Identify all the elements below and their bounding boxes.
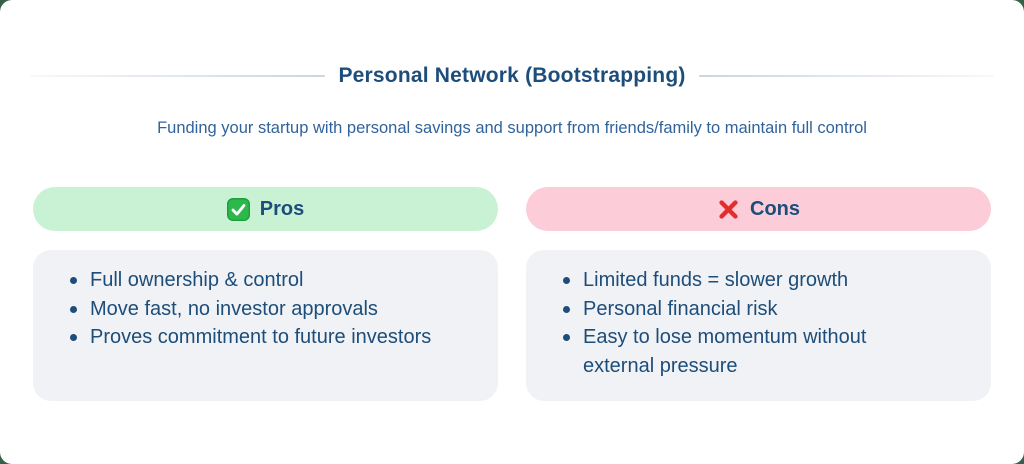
- pros-list-item: Full ownership & control: [67, 266, 446, 295]
- pros-cons-columns: Pros Full ownership & control Move fast,…: [0, 187, 1024, 401]
- header: Personal Network (Bootstrapping): [0, 63, 1024, 89]
- cons-list: Limited funds = slower growth Personal f…: [526, 250, 991, 380]
- cons-list-item: Limited funds = slower growth: [560, 266, 939, 295]
- pros-header-pill: Pros: [33, 187, 498, 231]
- cons-header-pill: Cons: [526, 187, 991, 231]
- cons-list-item: Personal financial risk: [560, 295, 939, 324]
- pros-list-item: Move fast, no investor approvals: [67, 295, 446, 324]
- pros-list-item: Proves commitment to future investors: [67, 323, 446, 352]
- pros-label: Pros: [259, 198, 305, 220]
- pros-card: Full ownership & control Move fast, no i…: [33, 250, 498, 401]
- cross-icon: [717, 198, 740, 221]
- title-divider-right: [698, 75, 995, 77]
- check-icon: [226, 197, 250, 221]
- cons-list-item: Easy to lose momentum without external p…: [560, 323, 939, 380]
- title-divider-left: [30, 75, 326, 77]
- pros-list: Full ownership & control Move fast, no i…: [33, 250, 498, 352]
- cons-label: Cons: [750, 198, 800, 220]
- cons-column: Cons Limited funds = slower growth Perso…: [526, 187, 991, 401]
- page-subtitle: Funding your startup with personal savin…: [157, 119, 867, 137]
- pros-column: Pros Full ownership & control Move fast,…: [33, 187, 498, 401]
- page-title: Personal Network (Bootstrapping): [338, 64, 686, 87]
- cons-card: Limited funds = slower growth Personal f…: [526, 250, 991, 401]
